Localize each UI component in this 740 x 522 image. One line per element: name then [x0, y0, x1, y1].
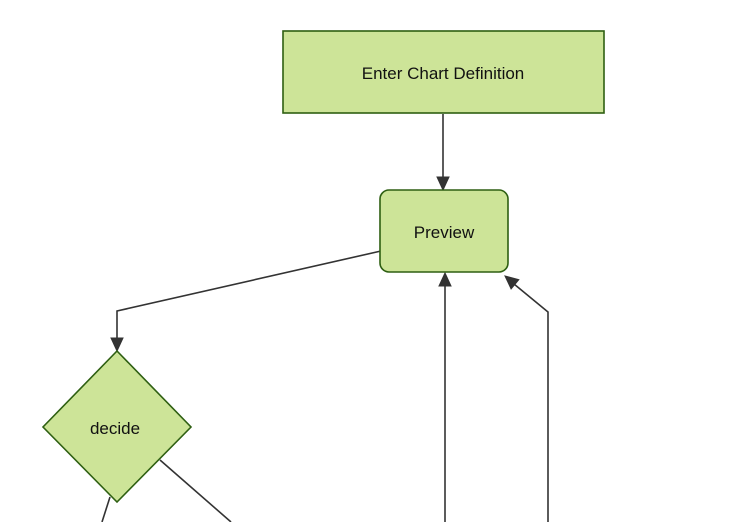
edge-line: [116, 250, 382, 340]
edge-offscreen2-to-preview: [504, 275, 549, 522]
edge-decide-to-offscreen-right: [159, 459, 232, 522]
arrowhead-icon: [110, 337, 124, 353]
edge-line: [159, 459, 232, 522]
node-label: Enter Chart Definition: [362, 64, 525, 83]
edge-preview-to-decide: [110, 250, 382, 353]
arrowhead-icon: [438, 271, 452, 287]
node-preview: Preview: [379, 189, 509, 273]
edge-line: [513, 283, 549, 522]
node-label: decide: [90, 419, 140, 438]
node-label: Preview: [414, 223, 475, 242]
edge-line: [101, 496, 111, 522]
edge-offscreen1-to-preview: [438, 271, 452, 522]
node-decide: decide: [41, 349, 193, 504]
arrowhead-icon: [504, 275, 520, 290]
arrowhead-icon: [436, 176, 450, 192]
node-enter-chart-definition: Enter Chart Definition: [282, 30, 605, 114]
edge-enter-to-preview: [436, 114, 450, 192]
edge-decide-to-offscreen-left: [101, 496, 111, 522]
diamond-shape: [41, 349, 193, 504]
rounded-rectangle-shape: [379, 189, 509, 273]
rectangle-shape: [282, 30, 605, 114]
